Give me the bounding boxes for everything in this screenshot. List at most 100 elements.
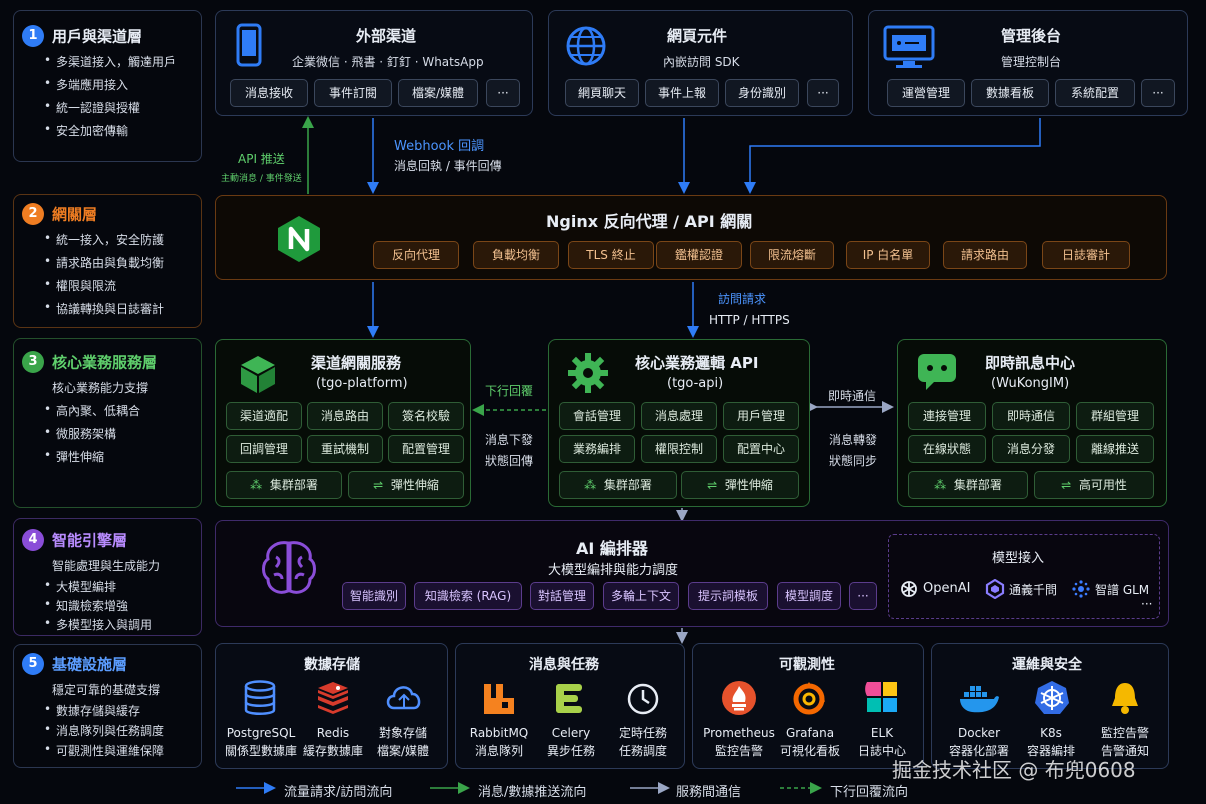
- infra-item-name: Celery: [551, 726, 591, 740]
- more-button[interactable]: ···: [849, 582, 877, 610]
- service-pill[interactable]: 用戶管理: [723, 402, 799, 430]
- more-button[interactable]: ···: [807, 79, 839, 107]
- layer-number-badge: 3: [22, 351, 44, 373]
- gateway-pill[interactable]: 限流熔斷: [750, 241, 834, 269]
- channel-pill[interactable]: 身份識別: [725, 79, 799, 107]
- infra-item-name: Grafana: [785, 726, 835, 740]
- layer-bullet: 多渠道接入，觸達用戶: [44, 53, 193, 70]
- k8s-icon: [1035, 681, 1069, 714]
- layer-bullet: 多端應用接入: [44, 76, 193, 93]
- service-pill[interactable]: 離線推送: [1076, 435, 1154, 463]
- layer-bullet: 權限與限流: [44, 277, 193, 294]
- ai-pill[interactable]: 知識檢索 (RAG): [414, 582, 522, 610]
- rabbitmq-icon: [484, 684, 514, 714]
- infra-item-desc: 容器化部署: [948, 744, 1009, 758]
- cloud-storage-icon: [386, 686, 421, 710]
- channel-pill[interactable]: 網頁聊天: [565, 79, 639, 107]
- ai-pill[interactable]: 多輪上下文: [603, 582, 679, 610]
- prometheus-icon: [722, 681, 756, 715]
- channel-pill[interactable]: 數據看板: [971, 79, 1049, 107]
- downlink-label: 下行回覆: [485, 384, 534, 398]
- more-button[interactable]: ···: [1141, 79, 1175, 107]
- gateway-pill[interactable]: 請求路由: [943, 241, 1027, 269]
- service-pill[interactable]: 連接管理: [908, 402, 986, 430]
- infra-item-desc: 容器編排: [1026, 744, 1075, 758]
- layer-title: 網關層: [52, 205, 98, 224]
- model-name: 通義千問: [1009, 583, 1058, 597]
- scaling-pill[interactable]: ⇌ 彈性伸縮: [681, 471, 799, 499]
- service-pill[interactable]: 群組管理: [1076, 402, 1154, 430]
- ai-pill[interactable]: 對話管理: [530, 582, 594, 610]
- gateway-pill[interactable]: 反向代理: [373, 241, 459, 269]
- im-sublabel: 狀態同步: [829, 454, 878, 468]
- channel-pill[interactable]: 系統配置: [1055, 79, 1135, 107]
- api-push-label: API 推送: [238, 152, 285, 166]
- legend-label: 服務間通信: [676, 785, 742, 800]
- cluster-icon: ⁂: [584, 478, 597, 492]
- channel-pill[interactable]: 事件訂閱: [314, 79, 392, 107]
- gateway-pill[interactable]: 負載均衡: [473, 241, 559, 269]
- service-pill[interactable]: 消息路由: [307, 402, 383, 430]
- channel-pill[interactable]: 事件上報: [645, 79, 719, 107]
- gateway-pill[interactable]: 日誌審計: [1042, 241, 1130, 269]
- docker-icon: [960, 686, 999, 713]
- service-panel-platform: 渠道網關服務 (tgo-platform) 渠道適配 消息路由 簽名校驗 回調管…: [215, 339, 471, 507]
- gateway-pill[interactable]: IP 白名單: [846, 241, 930, 269]
- infra-item-name: ELK: [870, 726, 894, 740]
- phone-icon: [236, 23, 262, 67]
- legend-label: 流量請求/訪問流向: [284, 785, 393, 800]
- bell-icon: [1112, 683, 1138, 714]
- channel-pill[interactable]: 檔案/媒體: [398, 79, 478, 107]
- im-sublabel: 消息轉發: [829, 433, 878, 447]
- service-pill[interactable]: 配置管理: [388, 435, 464, 463]
- scaling-pill[interactable]: ⇌ 彈性伸縮: [348, 471, 464, 499]
- service-pill[interactable]: 渠道適配: [226, 402, 302, 430]
- tongyi-icon: [985, 579, 1005, 599]
- model-access-panel: 模型接入 OpenAI 通義千問 智譜 GLM ···: [888, 534, 1160, 619]
- service-subtitle: (tgo-api): [667, 376, 724, 391]
- service-pill[interactable]: 即時通信: [992, 402, 1070, 430]
- service-pill[interactable]: 簽名校驗: [388, 402, 464, 430]
- infra-item-desc: 消息隊列: [474, 744, 523, 758]
- cluster-deploy-pill[interactable]: ⁂ 集群部署: [226, 471, 342, 499]
- infra-item-desc: 告警通知: [1100, 744, 1149, 758]
- service-pill[interactable]: 會話管理: [559, 402, 635, 430]
- cluster-icon: ⁂: [934, 478, 947, 492]
- ai-title: AI 編排器: [576, 539, 648, 558]
- ai-pill[interactable]: 智能識別: [342, 582, 406, 610]
- service-pill[interactable]: 權限控制: [641, 435, 717, 463]
- service-pill[interactable]: 在線狀態: [908, 435, 986, 463]
- panel-title: 網頁元件: [667, 27, 728, 45]
- layer-title: 智能引擎層: [52, 531, 128, 550]
- infra-item-desc: 檔案/媒體: [376, 744, 430, 758]
- layer-bullet: 協議轉換與日誌審計: [44, 300, 193, 317]
- service-foot-label: 集群部署: [603, 478, 652, 492]
- cluster-deploy-pill[interactable]: ⁂ 集群部署: [908, 471, 1028, 499]
- layer-title: 核心業務服務層: [52, 353, 158, 372]
- ha-pill[interactable]: ⇌ 高可用性: [1034, 471, 1154, 499]
- service-pill[interactable]: 回調管理: [226, 435, 302, 463]
- gateway-pill[interactable]: TLS 終止: [568, 241, 654, 269]
- service-pill[interactable]: 重試機制: [307, 435, 383, 463]
- channel-pill[interactable]: 消息接收: [230, 79, 308, 107]
- service-pill[interactable]: 業務編排: [559, 435, 635, 463]
- service-foot-label: 集群部署: [953, 478, 1002, 492]
- service-pill[interactable]: 消息分發: [992, 435, 1070, 463]
- cluster-deploy-pill[interactable]: ⁂ 集群部署: [559, 471, 677, 499]
- ai-pill[interactable]: 提示詞模板: [688, 582, 768, 610]
- channel-pill[interactable]: 運營管理: [887, 79, 965, 107]
- service-pill[interactable]: 消息處理: [641, 402, 717, 430]
- ai-pill[interactable]: 模型調度: [777, 582, 841, 610]
- service-title: 核心業務邏輯 API: [635, 354, 759, 372]
- service-pill[interactable]: 配置中心: [723, 435, 799, 463]
- infra-item-desc: 關係型數據庫: [224, 744, 297, 758]
- infra-item-name: Redis: [316, 726, 350, 740]
- webhook-sublabel: 消息回執 / 事件回傳: [394, 159, 502, 173]
- gateway-pill[interactable]: 鑑權認證: [656, 241, 742, 269]
- layer-bullet: 知識檢索增強: [44, 597, 193, 614]
- infra-item-name: Prometheus: [703, 726, 775, 740]
- infra-title: 可觀測性: [779, 657, 835, 673]
- more-button[interactable]: ···: [486, 79, 520, 107]
- channel-panel-external: 外部渠道 企業微信 · 飛書 · 釘釘 · WhatsApp 消息接收 事件訂閱…: [215, 10, 533, 116]
